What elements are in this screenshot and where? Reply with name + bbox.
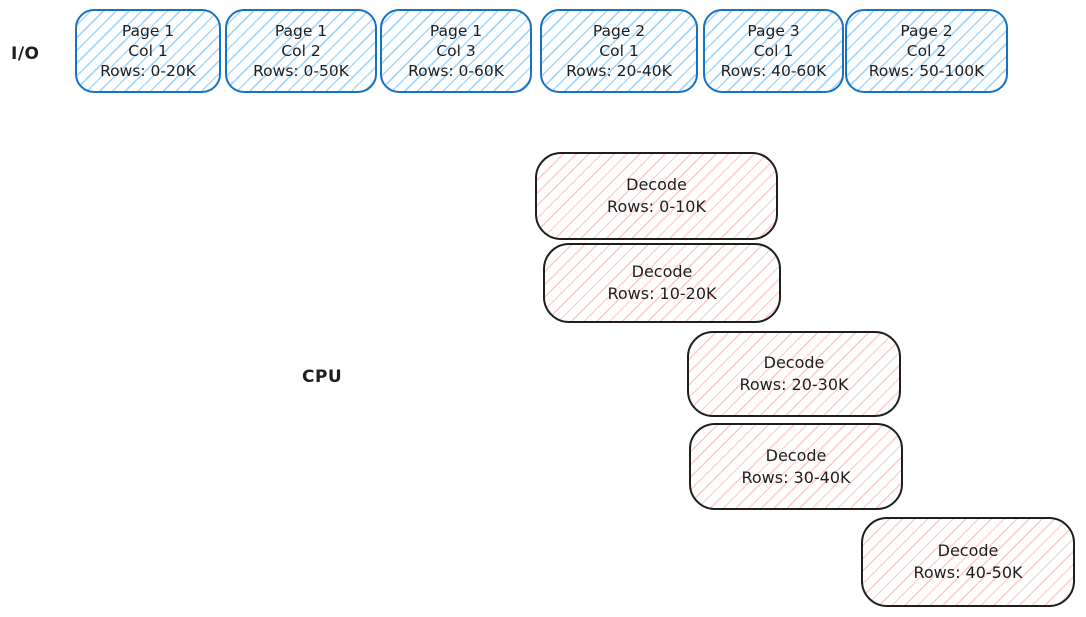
cpu-box-decode-40-50k: Decode Rows: 40-50K <box>861 517 1075 607</box>
cpu-box-rows: Rows: 10-20K <box>607 284 717 303</box>
cpu-box-decode-30-40k: Decode Rows: 30-40K <box>689 423 903 510</box>
io-box-col: Col 1 <box>128 42 168 60</box>
io-box-col: Col 3 <box>436 42 476 60</box>
io-box-page1-col3: Page 1 Col 3 Rows: 0-60K <box>380 9 532 93</box>
io-box-rows: Rows: 40-60K <box>720 62 827 80</box>
cpu-box-rows: Rows: 40-50K <box>913 563 1023 582</box>
io-box-page: Page 2 <box>592 22 646 40</box>
io-box-col: Col 1 <box>753 42 794 60</box>
cpu-box-op: Decode <box>765 445 827 465</box>
io-box-page1-col2: Page 1 Col 2 Rows: 0-50K <box>225 9 377 93</box>
cpu-box-op: Decode <box>626 175 687 194</box>
io-box-col: Col 1 <box>599 42 639 60</box>
io-box-page2-col1: Page 2 Col 1 Rows: 20-40K <box>540 9 698 93</box>
io-box-rows: Rows: 0-60K <box>408 62 504 80</box>
io-box-page: Page 1 <box>121 22 175 40</box>
io-box-page3-col1: Page 3 Col 1 Rows: 40-60K <box>703 9 844 93</box>
cpu-box-op: Decode <box>937 541 999 560</box>
cpu-box-rows: Rows: 20-30K <box>739 375 849 394</box>
io-box-col: Col 2 <box>281 42 321 60</box>
cpu-box-rows: Rows: 30-40K <box>741 467 851 487</box>
cpu-box-decode-0-10k: Decode Rows: 0-10K <box>535 152 778 240</box>
io-box-page1-col1: Page 1 Col 1 Rows: 0-20K <box>75 9 221 93</box>
io-box-rows: Rows: 0-20K <box>100 62 196 80</box>
io-box-rows: Rows: 50-100K <box>868 62 985 80</box>
cpu-box-op: Decode <box>763 353 825 372</box>
cpu-box-decode-20-30k: Decode Rows: 20-30K <box>687 331 901 417</box>
cpu-box-op: Decode <box>631 262 693 281</box>
io-box-rows: Rows: 20-40K <box>566 62 672 80</box>
io-box-col: Col 2 <box>906 42 947 60</box>
io-box-rows: Rows: 0-50K <box>253 62 349 80</box>
io-box-page: Page 1 <box>274 22 328 40</box>
cpu-lane-label: CPU <box>302 367 343 387</box>
io-box-page: Page 3 <box>747 22 800 40</box>
io-box-page: Page 1 <box>429 22 483 40</box>
io-box-page2-col2: Page 2 Col 2 Rows: 50-100K <box>845 9 1008 93</box>
cpu-box-decode-10-20k: Decode Rows: 10-20K <box>543 243 781 323</box>
cpu-box-rows: Rows: 0-10K <box>607 197 706 216</box>
io-lane-label: I/O <box>11 44 40 64</box>
io-box-page: Page 2 <box>900 22 953 40</box>
